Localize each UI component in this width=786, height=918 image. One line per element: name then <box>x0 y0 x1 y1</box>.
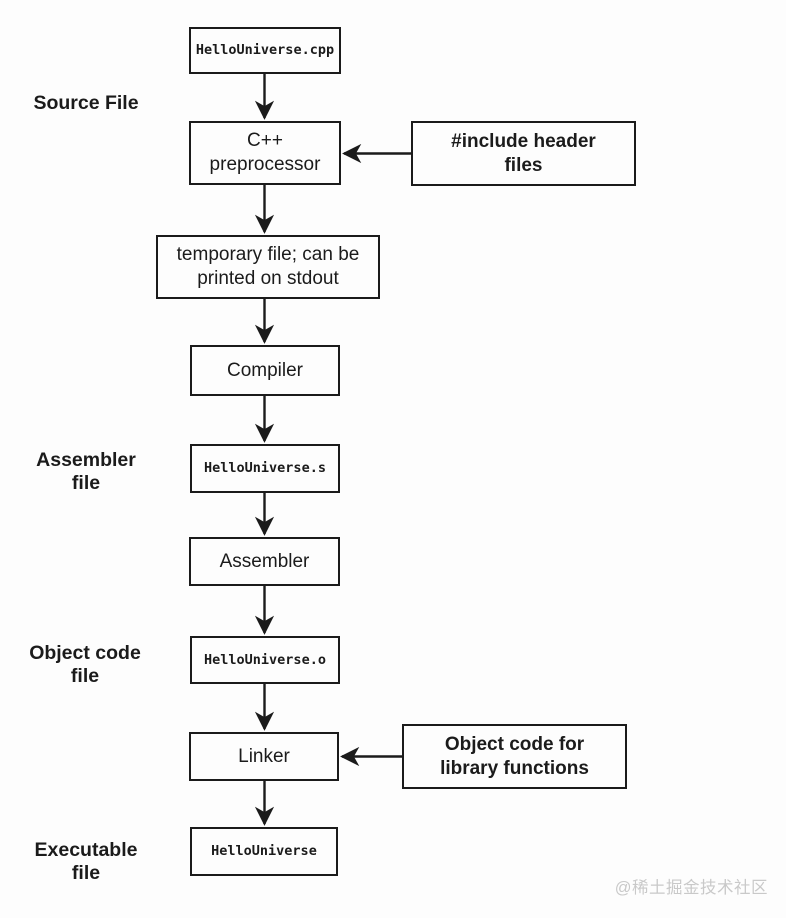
node-temporary-file: temporary file; can be printed on stdout <box>156 235 380 299</box>
node-cpp-preprocessor: C++ preprocessor <box>189 121 341 185</box>
node-linker: Linker <box>189 732 339 781</box>
stage-label-assembler-file: Assembler file <box>36 449 136 495</box>
watermark-text: @稀土掘金技术社区 <box>614 879 768 897</box>
node-object-file: HelloUniverse.o <box>190 636 340 684</box>
node-assembler-file: HelloUniverse.s <box>190 444 340 493</box>
node-compiler: Compiler <box>190 345 340 396</box>
stage-label-source-file: Source File <box>33 92 139 114</box>
stage-label-executable-file: Executable file <box>34 839 138 885</box>
stage-label-object-code-file: Object code file <box>29 642 141 688</box>
node-executable: HelloUniverse <box>190 827 338 876</box>
node-object-code-library: Object code for library functions <box>402 724 627 789</box>
node-include-header-files: #include header files <box>411 121 636 186</box>
node-assembler: Assembler <box>189 537 340 586</box>
node-source-file: HelloUniverse.cpp <box>189 27 341 74</box>
